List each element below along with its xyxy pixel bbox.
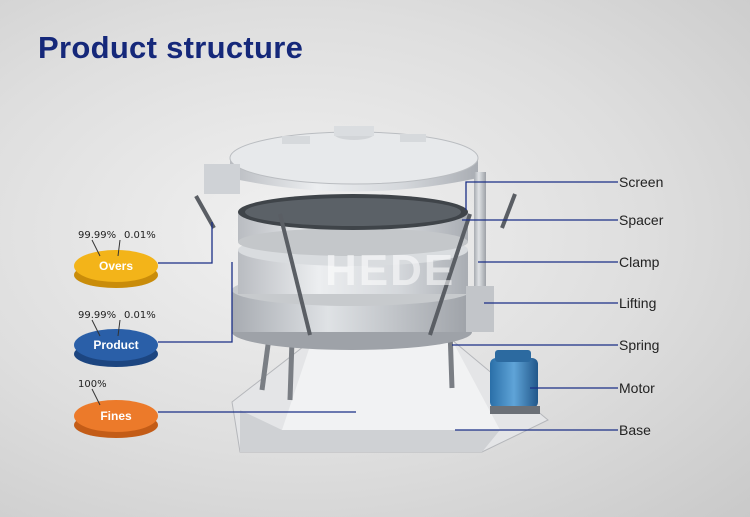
label-screen: Screen xyxy=(619,174,664,190)
spacer-ring xyxy=(238,194,468,256)
label-clamp: Clamp xyxy=(619,254,660,270)
fines-label: Fines xyxy=(100,409,132,423)
label-spacer: Spacer xyxy=(619,212,664,228)
motor xyxy=(490,350,540,414)
fines-disc xyxy=(74,400,158,438)
base xyxy=(231,339,549,453)
part-leader-lines xyxy=(452,181,618,431)
label-base: Base xyxy=(619,422,651,438)
output-leader-lines xyxy=(158,222,356,413)
clamp-rods xyxy=(194,193,517,336)
fines-pct-left: 100% xyxy=(78,379,107,390)
brand-watermark: HEDE xyxy=(325,246,456,295)
pct-pointers xyxy=(91,239,121,406)
product-pct-left: 99.99% xyxy=(78,310,117,321)
lifting-column xyxy=(466,172,494,332)
product-pct-right: 0.01% xyxy=(124,310,156,321)
label-lifting: Lifting xyxy=(619,295,657,311)
overs-disc xyxy=(74,250,158,288)
overs-pct-left: 99.99% xyxy=(78,230,117,241)
product-label: Product xyxy=(93,338,139,352)
label-spring: Spring xyxy=(619,337,660,353)
label-motor: Motor xyxy=(619,380,655,396)
overs-pct-right: 0.01% xyxy=(124,230,156,241)
overs-label: Overs xyxy=(98,259,134,273)
page-title: Product structure xyxy=(38,30,304,65)
product-disc xyxy=(74,329,158,367)
top-cover xyxy=(204,126,479,194)
